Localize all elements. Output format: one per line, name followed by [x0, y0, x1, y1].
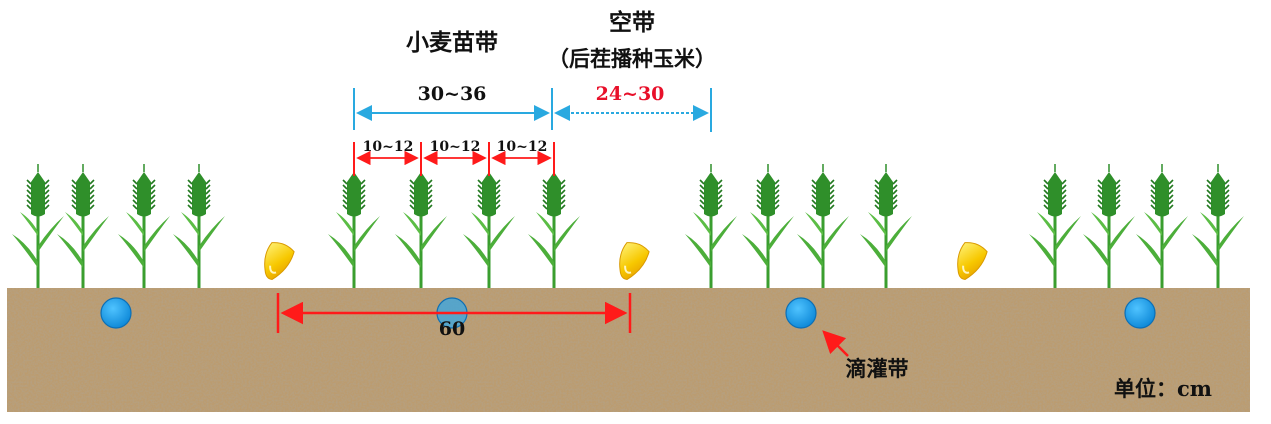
corn-spacing-value: 60 — [439, 318, 465, 340]
wheat-plant-icon — [742, 164, 794, 288]
drip-tape-pointer — [822, 330, 849, 357]
row-spacing-2: 10~12 — [430, 139, 481, 155]
wheat-plant-icon — [173, 164, 225, 288]
wheat-plant-icon — [12, 164, 64, 288]
row-spacing-dimension: 10~12 10~12 10~12 — [353, 139, 555, 176]
wheat-plant-icon — [328, 164, 380, 288]
wheat-plants — [12, 164, 1244, 288]
wheat-plant-icon — [1136, 164, 1188, 288]
corn-seed-icon — [619, 242, 650, 280]
wheat-plant-icon — [463, 164, 515, 288]
soil — [7, 288, 1250, 412]
corn-seed-icon — [264, 242, 295, 280]
drip-tape-label: 滴灌带 — [846, 356, 909, 381]
wheat-plant-icon — [528, 164, 580, 288]
empty-band-width: 24~30 — [596, 83, 665, 105]
wheat-plant-icon — [1192, 164, 1244, 288]
wheat-plant-icon — [1083, 164, 1135, 288]
band-width-dimension: 30~36 24~30 — [353, 83, 712, 132]
wheat-plant-icon — [1029, 164, 1081, 288]
empty-band-note: （后茬播种玉米） — [548, 46, 716, 71]
drip-tape-icon — [100, 297, 132, 329]
wheat-plant-icon — [395, 164, 447, 288]
drip-tape-icon — [1124, 297, 1156, 329]
wheat-plant-icon — [118, 164, 170, 288]
corn-seed-icon — [957, 242, 988, 280]
unit-label: 单位：cm — [1114, 376, 1212, 401]
corn-spacing-dimension: 60 — [276, 293, 632, 340]
empty-band-label: 空带 — [609, 9, 655, 36]
wheat-band-label: 小麦苗带 — [406, 29, 498, 56]
wheat-plant-icon — [860, 164, 912, 288]
row-spacing-1: 10~12 — [363, 139, 414, 155]
wheat-plant-icon — [57, 164, 109, 288]
corn-seeds — [264, 242, 988, 280]
wheat-plant-icon — [797, 164, 849, 288]
drip-tape-icon — [785, 297, 817, 329]
wheat-band-width: 30~36 — [418, 83, 487, 105]
drip-tape-callout: 滴灌带 — [822, 330, 909, 381]
row-spacing-3: 10~12 — [497, 139, 548, 155]
wheat-plant-icon — [685, 164, 737, 288]
